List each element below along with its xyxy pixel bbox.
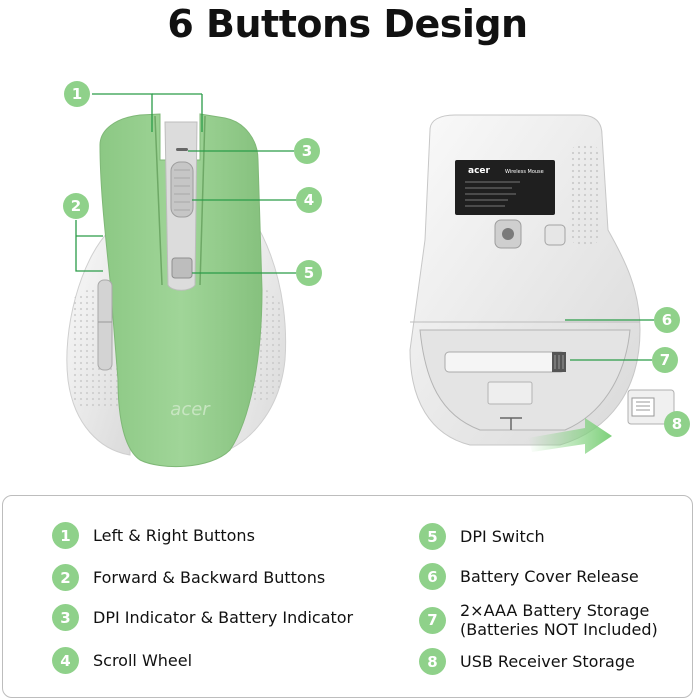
legend-number: 3 — [52, 604, 79, 631]
scroll-wheel — [170, 161, 194, 218]
product-figure: acer acer Wireless Mouse — [0, 60, 695, 490]
callout-6: 6 — [654, 307, 680, 333]
legend-item-2: 2 Forward & Backward Buttons — [52, 564, 325, 591]
battery-slot — [444, 351, 566, 373]
legend-item-3: 3 DPI Indicator & Battery Indicator — [52, 604, 353, 631]
callout-lines-left — [75, 93, 296, 274]
legend-label: Left & Right Buttons — [93, 526, 255, 545]
callout-7: 7 — [652, 347, 678, 373]
legend-number: 1 — [52, 522, 79, 549]
legend-item-1: 1 Left & Right Buttons — [52, 522, 255, 549]
page-title: 6 Buttons Design — [167, 2, 528, 46]
legend-label-line1: 2×AAA Battery Storage — [460, 601, 650, 620]
legend-label: USB Receiver Storage — [460, 652, 635, 671]
callout-4: 4 — [296, 187, 322, 213]
svg-text:Wireless Mouse: Wireless Mouse — [505, 169, 544, 175]
legend-item-8: 8 USB Receiver Storage — [419, 648, 635, 675]
svg-text:acer: acer — [468, 166, 491, 176]
power-switch — [544, 224, 566, 246]
arrow-icon — [528, 418, 612, 454]
callout-lines-right — [565, 319, 654, 361]
legend-number: 8 — [419, 648, 446, 675]
legend-item-5: 5 DPI Switch — [419, 523, 545, 550]
legend-label: Forward & Backward Buttons — [93, 568, 326, 587]
legend-number: 4 — [52, 647, 79, 674]
legend-label-line2: (Batteries NOT Included) — [460, 620, 658, 639]
legend-item-7: 7 2×AAA Battery Storage (Batteries NOT I… — [419, 601, 658, 639]
legend-label: Battery Cover Release — [460, 567, 639, 586]
legend-label: Scroll Wheel — [93, 651, 193, 670]
callout-5: 5 — [296, 260, 322, 286]
mouse-bottom-view: acer Wireless Mouse — [409, 114, 675, 454]
mouse-brand-logo: acer — [170, 399, 211, 420]
mouse-illustration: acer acer Wireless Mouse — [66, 93, 675, 467]
receiver-slot — [487, 381, 533, 405]
callout-1: 1 — [64, 81, 90, 107]
side-buttons — [97, 279, 113, 371]
legend-label: DPI Indicator & Battery Indicator — [93, 608, 354, 627]
legend-number: 6 — [419, 563, 446, 590]
features-legend: 1 Left & Right Buttons 2 Forward & Backw… — [2, 495, 693, 698]
legend-item-6: 6 Battery Cover Release — [419, 563, 639, 590]
mouse-top-view: acer — [66, 113, 287, 467]
dpi-indicator — [176, 148, 188, 151]
legend-number: 7 — [419, 606, 446, 634]
legend-label: DPI Switch — [460, 527, 545, 546]
legend-number: 2 — [52, 564, 79, 591]
legend-number: 5 — [419, 523, 446, 550]
legend-item-4: 4 Scroll Wheel — [52, 647, 192, 674]
callout-3: 3 — [294, 138, 320, 164]
legend-label: 2×AAA Battery Storage (Batteries NOT Inc… — [460, 601, 658, 639]
dpi-switch — [171, 257, 193, 279]
callout-2: 2 — [63, 193, 89, 219]
callout-8: 8 — [664, 411, 690, 437]
